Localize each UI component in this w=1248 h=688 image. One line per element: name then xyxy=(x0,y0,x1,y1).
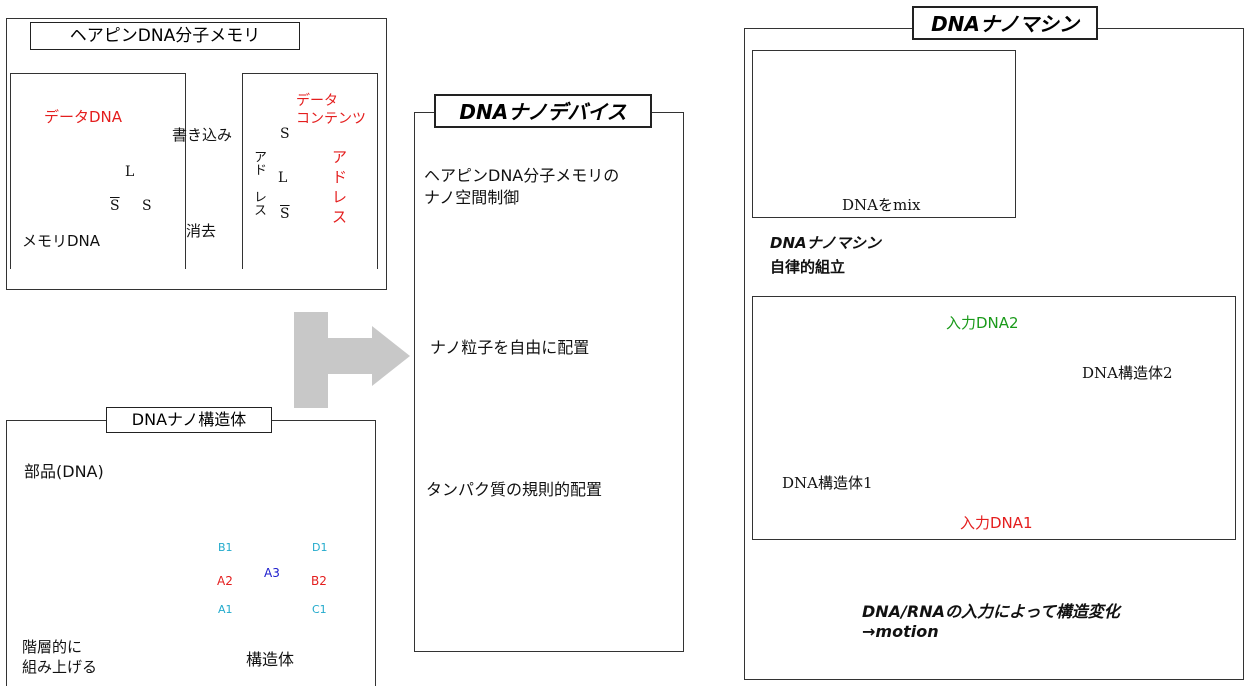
data-contents-label-2: コンテンツ xyxy=(296,111,366,127)
label-B2: B2 xyxy=(311,574,327,588)
machine-panel-title: DNAナノマシン xyxy=(912,6,1098,40)
memory-left-box xyxy=(10,73,186,269)
label-C1: C1 xyxy=(312,603,327,616)
device-item1-line2: ナノ空間制御 xyxy=(424,188,520,207)
label-B1: B1 xyxy=(218,541,233,554)
right-S-label: S xyxy=(280,126,290,142)
structure-label: 構造体 xyxy=(246,650,295,669)
device-panel xyxy=(414,112,684,652)
gray-flow-arrow xyxy=(294,312,410,408)
structure1-label: DNA構造体1 xyxy=(782,474,873,492)
label-A2: A2 xyxy=(217,574,233,588)
assembly-label-1: DNAナノマシン xyxy=(770,234,881,252)
device-item1-line1: ヘアピンDNA分子メモリの xyxy=(424,166,620,185)
caption-line1: DNA/RNAの入力によって構造変化 xyxy=(862,602,1120,621)
address-left-2: レス xyxy=(251,190,266,216)
structure2-label: DNA構造体2 xyxy=(1082,364,1173,382)
right-S-bar-label: S xyxy=(280,206,290,222)
device-item2: ナノ粒子を自由に配置 xyxy=(430,338,590,357)
label-D1: D1 xyxy=(312,541,328,554)
input-dna2-label: 入力DNA2 xyxy=(946,314,1019,332)
data-dna-label: データDNA xyxy=(44,108,123,126)
hierarchical-label-2: 組み上げる xyxy=(22,658,98,676)
address-right-4: ス xyxy=(332,208,348,226)
stem-S-bar-label: S xyxy=(110,198,120,214)
assembly-label-2: 自律的組立 xyxy=(770,258,846,276)
address-left-1: アド xyxy=(251,150,266,176)
memory-panel-title: ヘアピンDNA分子メモリ xyxy=(30,22,300,50)
data-contents-label-1: データ xyxy=(296,93,338,109)
memory-right-box xyxy=(242,73,378,269)
motion-box xyxy=(752,296,1236,540)
erase-label: 消去 xyxy=(186,222,217,240)
loop-L-label: L xyxy=(125,164,135,180)
right-L-label: L xyxy=(278,170,288,186)
device-item3: タンパク質の規則的配置 xyxy=(426,480,603,499)
address-right-3: レ xyxy=(332,188,348,206)
structure-panel-title: DNAナノ構造体 xyxy=(106,407,272,433)
label-A1: A1 xyxy=(218,603,233,616)
parts-label: 部品(DNA) xyxy=(24,462,104,481)
stem-S-label: S xyxy=(142,198,152,214)
structure-panel xyxy=(6,420,376,686)
address-right-2: ド xyxy=(332,168,348,186)
caption-line2: →motion xyxy=(862,622,939,641)
label-A3: A3 xyxy=(264,566,280,580)
address-right-1: ア xyxy=(332,148,348,166)
memory-dna-label: メモリDNA xyxy=(22,232,101,250)
mix-box xyxy=(752,50,1016,218)
mix-label: DNAをmix xyxy=(842,196,921,214)
device-panel-title: DNAナノデバイス xyxy=(434,94,652,128)
input-dna1-label: 入力DNA1 xyxy=(960,514,1033,532)
write-label: 書き込み xyxy=(172,126,233,144)
hierarchical-label-1: 階層的に xyxy=(22,638,83,656)
